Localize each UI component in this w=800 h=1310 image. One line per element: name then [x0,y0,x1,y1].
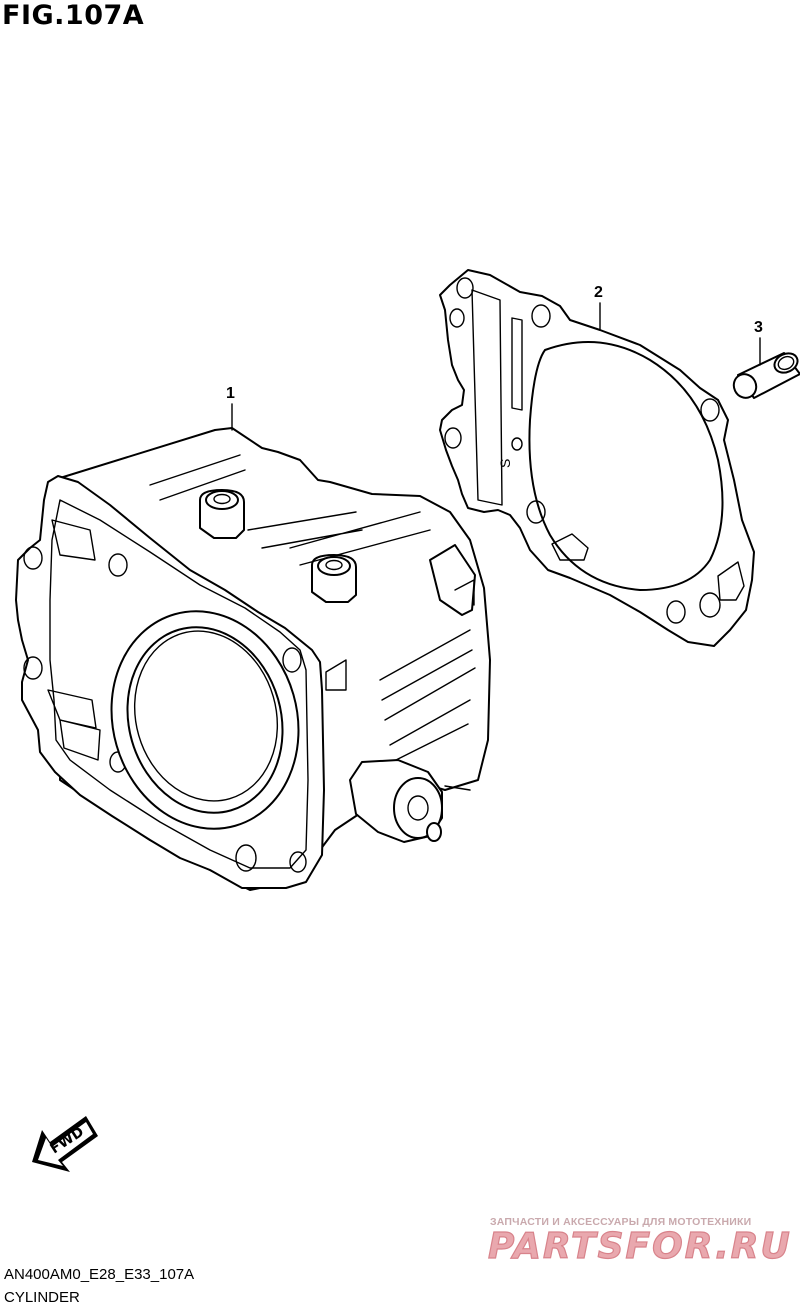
figure-code: AN400AM0_E28_E33_107A [4,1266,195,1283]
cylinder-gasket-part[interactable] [439,269,755,647]
watermark-logo: PARTSFOR.RU [487,1225,792,1267]
callout-3: 3 [754,319,763,336]
callout-2: 2 [594,284,603,301]
figure-caption: CYLINDER [4,1289,80,1306]
watermark-tagline: ЗАПЧАСТИ И АКСЕССУАРЫ ДЛЯ МОТОТЕХНИКИ [490,1216,752,1228]
figure-title: FIG.107A [2,0,145,31]
dowel-pin-part[interactable] [730,350,800,402]
callout-1: 1 [226,385,235,402]
gasket-mark: S [497,459,513,468]
fwd-arrow-icon: FWD [32,1116,98,1172]
cylinder-part[interactable] [15,427,491,891]
